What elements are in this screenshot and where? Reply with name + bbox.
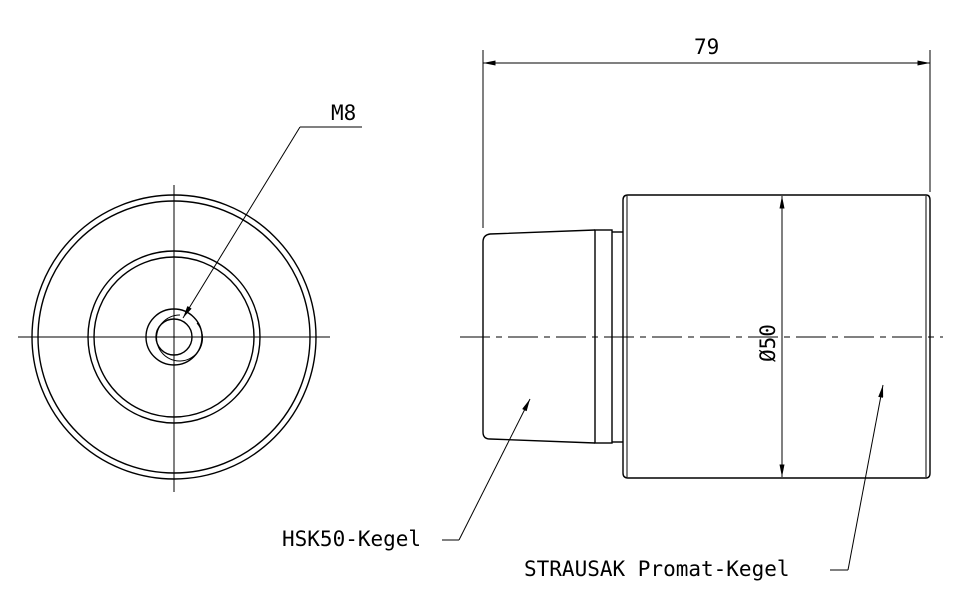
length-dimension: 79 — [482, 35, 931, 228]
thread-arc — [156, 314, 204, 362]
diameter-label: Ø50 — [756, 324, 780, 362]
side-view — [460, 194, 943, 479]
hsk-callout: HSK50-Kegel — [282, 398, 531, 551]
thread-label: M8 — [331, 101, 356, 125]
diameter-dimension: Ø50 — [756, 196, 785, 477]
hsk-label: HSK50-Kegel — [282, 527, 421, 551]
promat-label: STRAUSAK Promat-Kegel — [524, 557, 790, 581]
length-label: 79 — [694, 35, 719, 59]
thread-callout: M8 — [182, 101, 362, 319]
front-view — [18, 185, 330, 492]
promat-callout: STRAUSAK Promat-Kegel — [524, 384, 884, 581]
